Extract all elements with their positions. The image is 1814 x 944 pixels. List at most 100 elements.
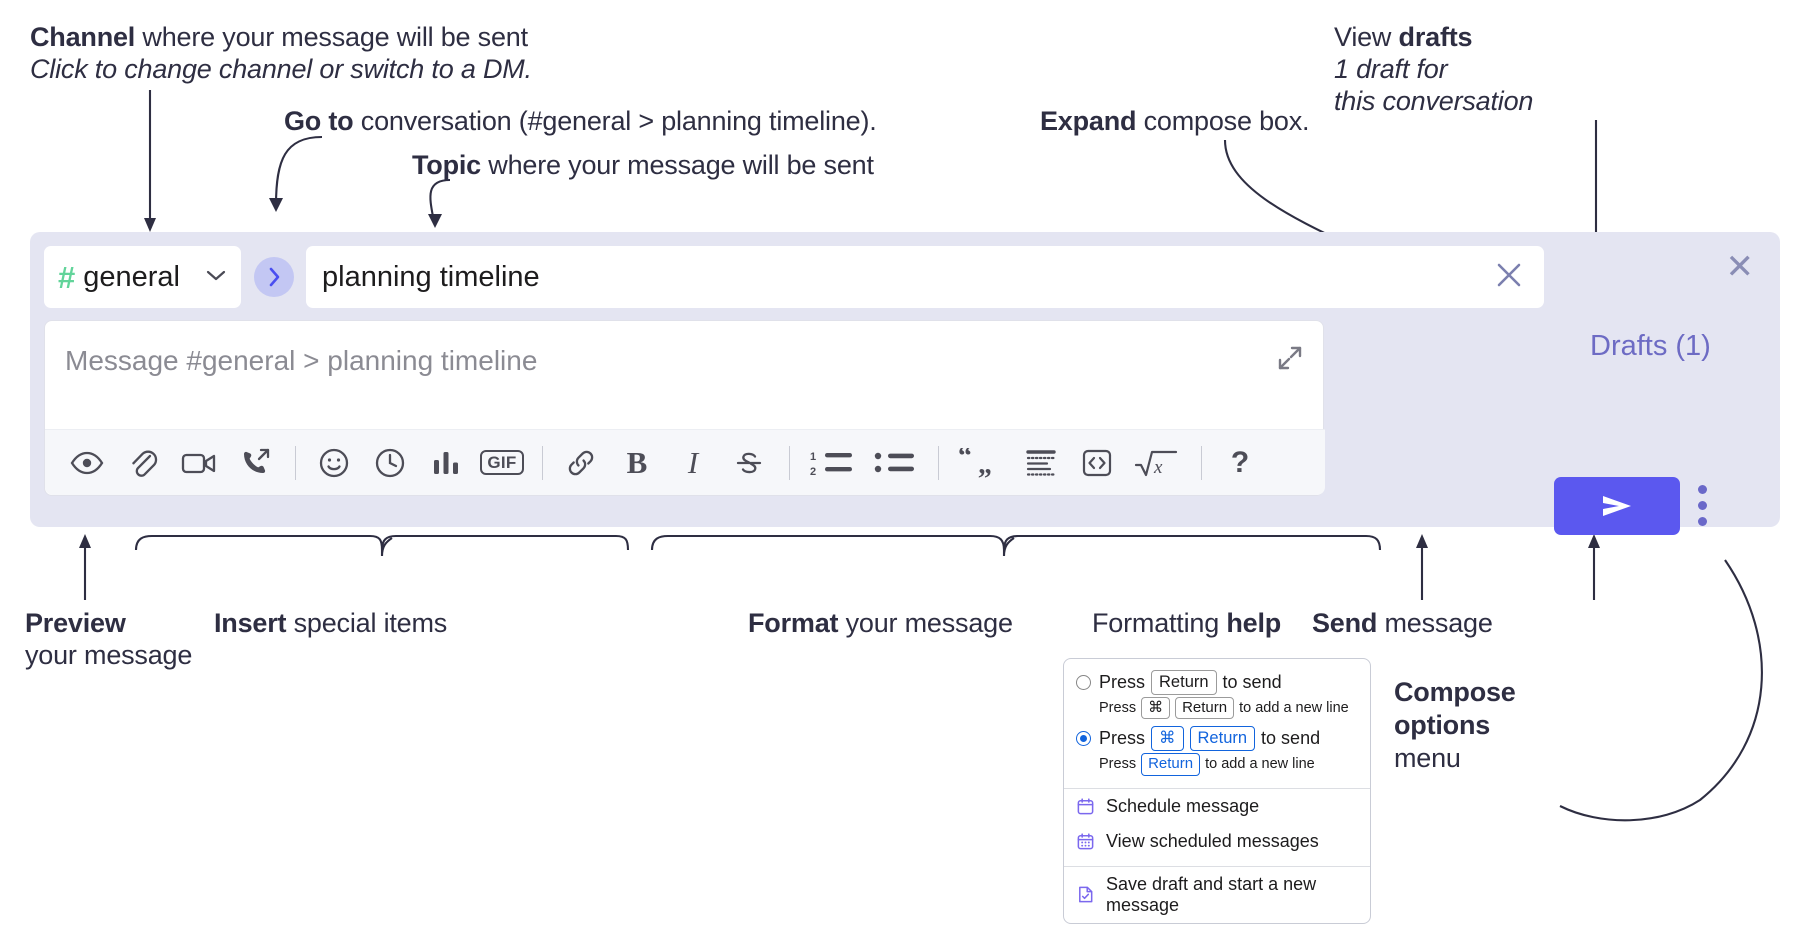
video-icon[interactable] (177, 441, 221, 485)
message-input-box[interactable]: Message #general > planning timeline (44, 320, 1325, 496)
annotation-preview-bold: Preview (25, 608, 126, 638)
annotation-drafts-sub1: 1 draft for (1334, 53, 1448, 84)
bold-label: B (626, 444, 648, 480)
toolbar-divider (1201, 445, 1202, 480)
bulleted-list-icon[interactable] (870, 441, 920, 485)
svg-text:1: 1 (810, 451, 816, 463)
code-icon[interactable] (1075, 441, 1119, 485)
help-label: ? (1230, 445, 1250, 479)
italic-label: I (687, 444, 699, 480)
gif-label: GIF (480, 450, 524, 475)
save-draft-icon (1076, 885, 1095, 904)
annotation-channel-rest: where your message will be sent (135, 22, 528, 52)
option-return-sub: Press ⌘ Return to add a new line (1064, 696, 1370, 725)
annotation-compose-rest: menu (1394, 742, 1461, 773)
annotation-drafts-bold: drafts (1398, 22, 1473, 52)
kebab-dot (1697, 484, 1707, 494)
option-text: Press (1099, 671, 1146, 692)
bold-icon[interactable]: B (615, 441, 659, 485)
channel-selector[interactable]: # general (44, 246, 241, 308)
leader-format-brace (650, 534, 1382, 557)
menu-option-row[interactable]: Press Return to send Press ⌘ Return to a… (1064, 668, 1370, 724)
option-subtext: Press (1099, 756, 1137, 773)
compose-options-button[interactable] (1687, 482, 1717, 528)
toolbar-divider (789, 445, 790, 480)
send-button[interactable] (1554, 477, 1680, 535)
emoji-icon[interactable] (312, 441, 356, 485)
expand-icon[interactable] (1275, 343, 1305, 373)
leader-compose-options (1559, 559, 1763, 822)
chevron-down-icon (205, 267, 227, 287)
annotation-channel-sub: Click to change channel or switch to a D… (30, 53, 532, 84)
annotation-formatting-help: Formatting help (1092, 608, 1281, 640)
gif-icon[interactable]: GIF (480, 441, 524, 485)
menu-divider (1064, 787, 1370, 789)
annotation-expand-rest: compose box. (1136, 106, 1310, 136)
annotation-format: Format your message (748, 608, 1013, 640)
svg-text:“: “ (958, 448, 972, 472)
annotation-insert-bold: Insert (214, 608, 287, 638)
leader-topic (429, 178, 451, 223)
annotation-drafts: View drafts 1 draft for this conversatio… (1334, 22, 1533, 118)
code-block-icon[interactable] (1019, 441, 1063, 485)
poll-icon[interactable] (424, 441, 468, 485)
close-icon[interactable] (1492, 258, 1526, 297)
compose-header-row: # general planning timeline (44, 246, 1544, 308)
option-text: to send (1222, 671, 1282, 692)
close-icon[interactable]: ✕ (1725, 248, 1755, 286)
key-command: ⌘ (1141, 696, 1171, 720)
svg-text:„: „ (978, 449, 992, 478)
arrowhead-goto (269, 198, 283, 212)
radio-return-to-send[interactable] (1076, 674, 1091, 690)
toolbar-divider (938, 445, 939, 480)
annotation-preview-sub: your message (25, 639, 193, 670)
option-text: to send (1261, 728, 1321, 749)
eye-icon[interactable] (65, 441, 109, 485)
compose-inner: # general planning timeline Message #gen… (44, 246, 1544, 496)
strikethrough-icon[interactable] (727, 441, 771, 485)
menu-item-schedule-message[interactable]: Schedule message (1064, 789, 1370, 824)
annotation-channel-bold: Channel (30, 22, 136, 52)
formatting-toolbar: GIF B I (45, 429, 1325, 495)
annotation-drafts-pre: View (1334, 22, 1399, 52)
ordered-list-icon[interactable]: 1 2 (806, 441, 858, 485)
send-arrow-icon (1603, 496, 1631, 516)
annotation-topic-rest: where your message will be sent (481, 150, 874, 180)
key-command: ⌘ (1151, 726, 1184, 751)
key-return: Return (1141, 753, 1201, 776)
audio-call-icon[interactable] (233, 441, 277, 485)
annotation-compose-bold1: Compose (1394, 677, 1516, 707)
arrowhead-preview (79, 534, 91, 548)
goto-conversation-button[interactable] (254, 257, 294, 297)
question-icon[interactable]: ? (1218, 441, 1262, 485)
clock-icon[interactable] (368, 441, 412, 485)
annotation-expand-bold: Expand (1040, 106, 1137, 136)
menu-item-label: Save draft and start a new message (1106, 873, 1317, 915)
key-return: Return (1151, 670, 1217, 695)
annotation-send-rest: message (1377, 608, 1493, 638)
math-icon[interactable]: x (1131, 441, 1183, 485)
drafts-link[interactable]: Drafts (1) (1590, 330, 1711, 362)
annotation-send-bold: Send (1312, 608, 1378, 638)
blockquote-icon[interactable]: “ „ (955, 441, 1007, 485)
option-cmd-return-sub: Press Return to add a new line (1064, 752, 1370, 781)
paperclip-icon[interactable] (121, 441, 165, 485)
annotation-goto-bold: Go to (284, 106, 354, 136)
arrowhead-topic (428, 214, 442, 228)
annotation-send: Send message (1312, 608, 1493, 640)
toolbar-divider (295, 445, 296, 480)
compose-options-menu: Press Return to send Press ⌘ Return to a… (1063, 658, 1371, 924)
annotation-help-pre: Formatting (1092, 608, 1227, 638)
menu-item-save-draft[interactable]: Save draft and start a new message (1064, 867, 1370, 923)
link-icon[interactable] (559, 441, 603, 485)
option-subtext: Press (1099, 700, 1137, 716)
radio-cmd-return-to-send[interactable] (1076, 731, 1091, 747)
menu-option-row[interactable]: Press ⌘ Return to send Press Return to a… (1064, 724, 1370, 780)
topic-input[interactable]: planning timeline (306, 246, 1544, 308)
annotation-topic-bold: Topic (412, 150, 481, 180)
menu-item-view-scheduled-messages[interactable]: View scheduled messages (1064, 824, 1370, 859)
channel-name: general (83, 260, 180, 293)
option-text: Press (1099, 728, 1146, 749)
italic-icon[interactable]: I (671, 441, 715, 485)
leader-insert-brace (134, 534, 630, 557)
